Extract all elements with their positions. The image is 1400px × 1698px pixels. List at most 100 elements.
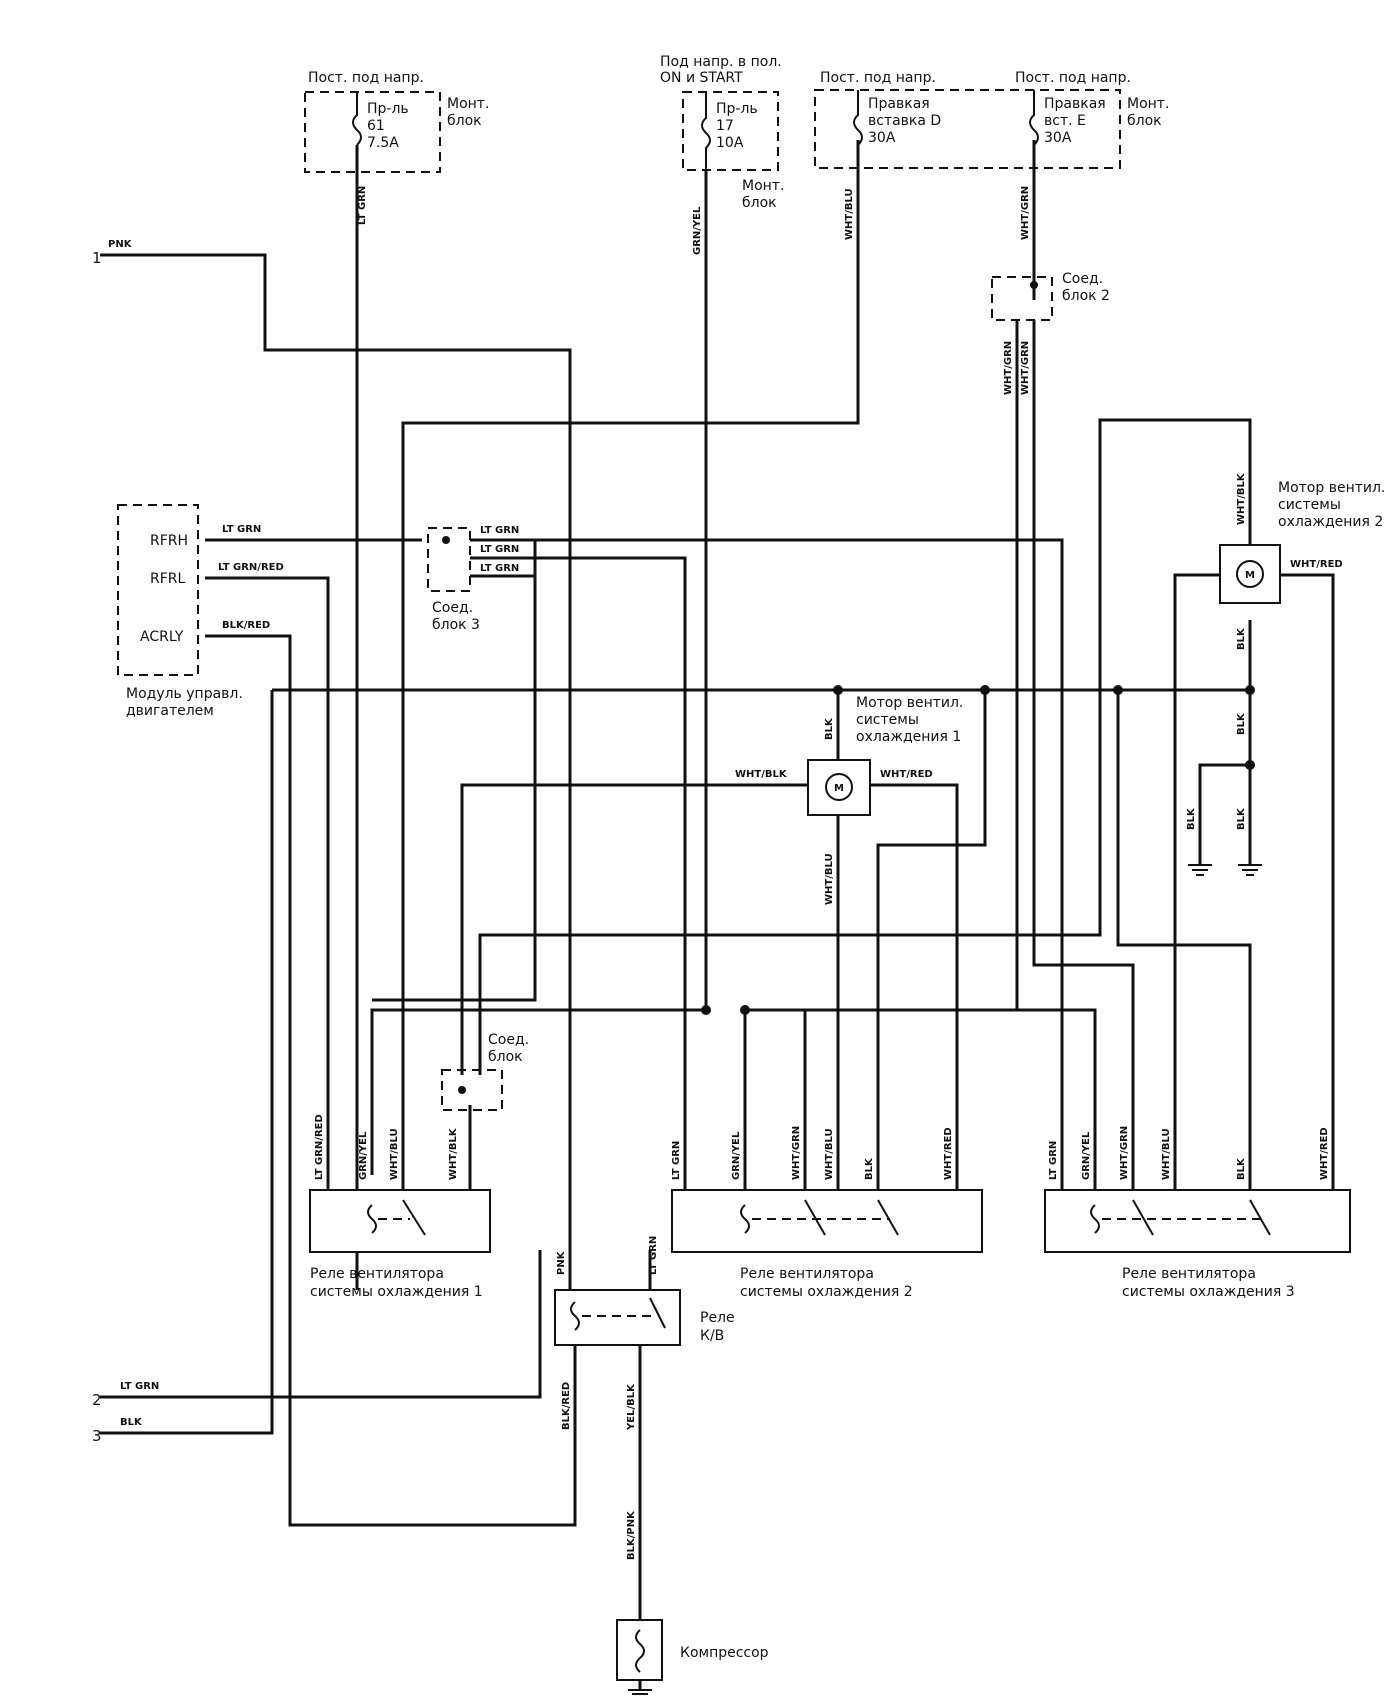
ecm-pin-rfrl: RFRL (150, 571, 186, 587)
junction-block-line2: блок (488, 1049, 523, 1065)
junction-dot (833, 685, 843, 695)
wire-label: WHT/BLU (824, 853, 835, 905)
wire-label: BLK/PNK (626, 1510, 637, 1560)
wire-m2-wht-red (1280, 573, 1335, 1190)
fan-relay-2-switch-b (877, 1199, 899, 1236)
ecm-box (117, 504, 199, 676)
ground-icon (1238, 864, 1262, 876)
wire-blk-r2 (876, 690, 987, 1190)
wire-label: LT GRN (648, 1236, 659, 1275)
wire-label: WHT/GRN (791, 1126, 802, 1180)
junction-dot (740, 1005, 750, 1015)
fuse-d-e-block: Пост. под напр. Правкая вставка D 30A По… (814, 70, 1169, 169)
pin-2: 2 (92, 1391, 102, 1409)
ac-relay-switch (649, 1297, 666, 1329)
fan-relay-1-line2: системы охлаждения 1 (310, 1284, 483, 1300)
wire-label: WHT/BLU (389, 1128, 400, 1180)
fan-relay-1-box (309, 1189, 491, 1253)
wire-grn-yel-fuse17 (370, 170, 708, 1175)
engine-control-module: RFRH RFRL ACRLY Модуль управл. двигателе… (117, 504, 243, 719)
fan-relay-3: Реле вентилятора системы охлаждения 3 (1044, 1189, 1351, 1300)
compressor-label: Компрессор (680, 1645, 769, 1661)
wire-jb3-to-r3 (470, 538, 1064, 1190)
fuse-17-header2: ON и START (660, 70, 743, 86)
fuse-17-line3: 10A (716, 135, 744, 151)
fuse-d-symbol (853, 90, 863, 146)
wire-label: BLK/RED (561, 1382, 572, 1430)
wire-label: YEL/BLK (626, 1383, 637, 1431)
fan-motor-2-line2: системы (1278, 497, 1341, 513)
wire-label: WHT/BLU (824, 1128, 835, 1180)
wire-label: LT GRN (480, 525, 519, 536)
wire-label: BLK (864, 1157, 875, 1180)
fuse-17-symbol (701, 92, 711, 170)
junction-block-box (441, 1069, 503, 1111)
junction-block-2-box (991, 276, 1053, 321)
fuse-17-header1: Под напр. в пол. (660, 54, 782, 70)
fuse-61-block2: блок (447, 113, 482, 129)
junction-block: Соед. блок (441, 1032, 529, 1111)
junction-dot (1113, 685, 1123, 695)
wire-label: WHT/RED (1290, 559, 1343, 570)
junction-block-3-line2: блок 3 (432, 617, 480, 633)
fuse-e-block2: блок (1127, 113, 1162, 129)
fuse-61-symbol (352, 92, 362, 146)
wire-blk-gnd1 (1198, 763, 1250, 865)
fan-motor-2-line1: Мотор вентил. (1278, 480, 1385, 496)
ac-relay: Реле К/В (554, 1289, 735, 1346)
fuse-e-block1: Монт. (1127, 96, 1169, 112)
wire-label: PNK (556, 1250, 567, 1275)
compressor-coil (635, 1629, 645, 1673)
wire-label: WHT/BLU (1161, 1128, 1172, 1180)
fan-motor-2-box (1219, 544, 1281, 604)
pin-1: 1 (92, 249, 102, 267)
fuse-e-line1: Правкая (1044, 96, 1106, 112)
fan-motor-1-line1: Мотор вентил. (856, 695, 963, 711)
wire-label: WHT/RED (880, 769, 933, 780)
wire-label: BLK (1236, 712, 1247, 735)
wire-label: GRN/YEL (358, 1131, 369, 1180)
ac-relay-line1: Реле (700, 1310, 735, 1326)
wire-rfrl (205, 576, 330, 1190)
fuse-e-line2: вст. E (1044, 113, 1086, 129)
wire-label: GRN/YEL (731, 1131, 742, 1180)
fuse-d-line2: вставка D (868, 113, 941, 129)
wire-label: BLK (1236, 627, 1247, 650)
wires (100, 140, 1335, 1690)
fan-motor-2-symbol (1236, 560, 1264, 588)
wire-label: LT GRN (480, 544, 519, 555)
fuse-61-box (304, 91, 441, 173)
junction-dots (442, 281, 1255, 1094)
wire-label: LT GRN/RED (314, 1114, 325, 1180)
fuse-e-symbol (1029, 90, 1039, 146)
fan-relay-2-line1: Реле вентилятора (740, 1266, 874, 1282)
fan-relay-2-line2: системы охлаждения 2 (740, 1284, 913, 1300)
wire-label: WHT/BLK (448, 1127, 459, 1180)
ac-relay-box (554, 1289, 681, 1346)
junction-block-line1: Соед. (488, 1032, 529, 1048)
wire-m1-wht-blk (460, 783, 808, 1075)
junction-dot (1030, 281, 1038, 289)
fan-motor-1: M Мотор вентил. системы охлаждения 1 (807, 695, 963, 816)
fuse-e-header: Пост. под напр. (1015, 70, 1131, 86)
junction-dot (980, 685, 990, 695)
wire-label: WHT/GRN (1020, 186, 1031, 240)
fuse-17-box (682, 91, 779, 171)
fan-motor-1-symbol (825, 773, 853, 801)
junction-dot (458, 1086, 466, 1094)
fan-relay-3-switch-b (1249, 1199, 1271, 1236)
ground-icon (1188, 864, 1212, 876)
fuse-61-line2: 61 (367, 118, 385, 134)
wire-m2-wht-blk (478, 418, 1252, 1075)
junction-block-3-line1: Соед. (432, 600, 473, 616)
fuse-61-block1: Монт. (447, 96, 489, 112)
fan-relay-3-switch-a (1132, 1199, 1154, 1236)
compressor: Компрессор (616, 1619, 769, 1681)
ecm-label1: Модуль управл. (126, 686, 243, 702)
connector-pins: 1 2 3 (92, 249, 102, 1445)
ground-icon (628, 1689, 652, 1695)
wire-acrly (205, 634, 577, 1527)
fan-motor-1-letter: M (834, 783, 844, 794)
wire-label: WHT/BLK (735, 769, 788, 780)
fuse-61: Пост. под напр. Пр-ль 61 7.5A Монт. блок (304, 70, 489, 173)
